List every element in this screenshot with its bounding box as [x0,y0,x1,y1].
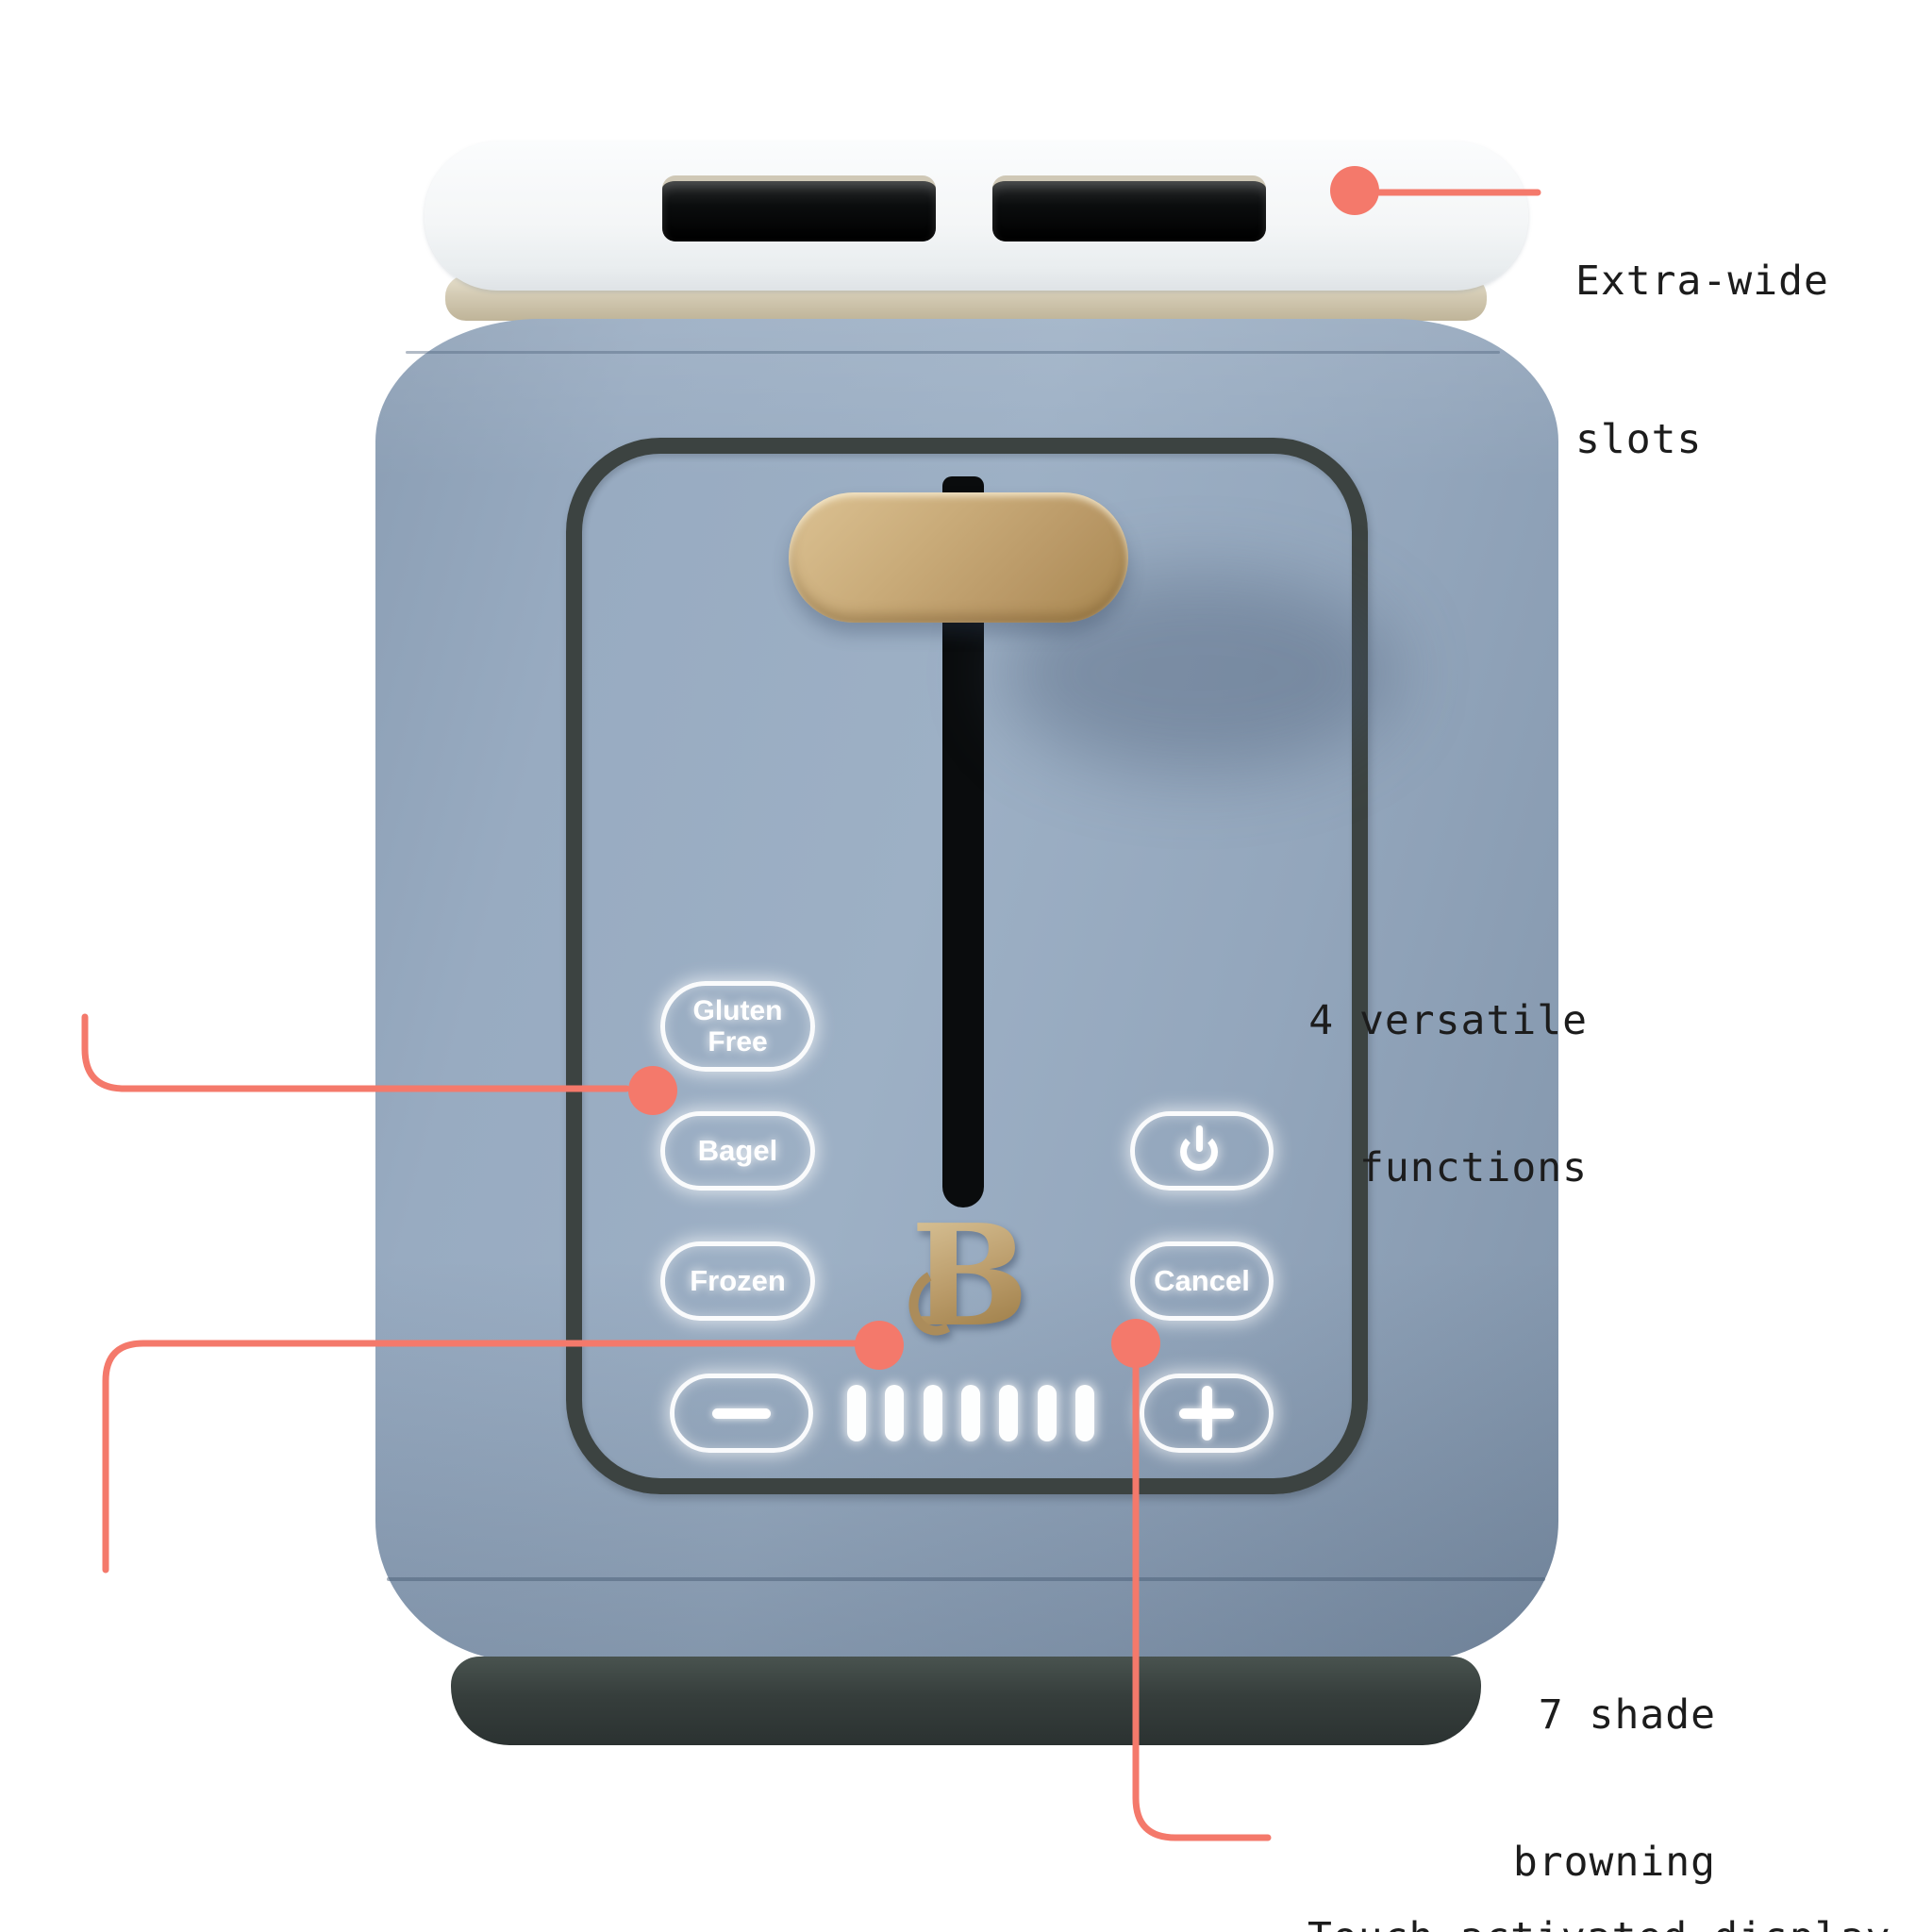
callout-touch-display: Touch-activated display [1307,1806,1890,1932]
body-seam-top [406,351,1500,354]
shade-level-indicator [847,1385,1094,1441]
bagel-label: Bagel [697,1134,778,1167]
shade-bar [847,1385,866,1441]
shade-bar [999,1385,1019,1441]
brand-logo-b: B [896,1193,1043,1357]
callout-line: Touch-activated display [1307,1911,1890,1932]
gluten-free-label-line1: Gluten [692,995,783,1026]
shade-bar [1037,1385,1057,1441]
shade-bar [960,1385,980,1441]
bread-slot-left [662,175,936,242]
callout-line: browning [1512,1839,1716,1886]
shade-bar [923,1385,942,1441]
callout-line: functions [1359,1144,1588,1191]
lever-handle[interactable] [789,492,1128,623]
power-button[interactable] [1130,1111,1274,1191]
callout-line: 4 versatile [1308,997,1588,1044]
gluten-free-button[interactable]: Gluten Free [660,981,815,1072]
decrease-shade-button[interactable] [670,1374,813,1453]
minus-icon [712,1407,771,1419]
gluten-free-label-line2: Free [708,1026,768,1058]
bread-slot-right [992,175,1266,242]
toaster-base [451,1657,1481,1745]
shade-bar [1074,1385,1094,1441]
cancel-label: Cancel [1154,1264,1250,1297]
increase-shade-button[interactable] [1140,1374,1274,1453]
shade-bar [885,1385,905,1441]
frozen-button[interactable]: Frozen [660,1241,815,1321]
callout-line: 7 shade [1538,1691,1716,1739]
callout-extra-wide-slots: Extra-wide slots [1575,149,1829,572]
callout-versatile-functions: 4 versatile functions [1308,898,1588,1291]
callout-line: Extra-wide [1575,258,1829,305]
frozen-label: Frozen [690,1264,786,1297]
callout-browning-control: 7 shade browning control [1513,1592,1716,1932]
toaster-top-cap [425,142,1528,291]
bagel-button[interactable]: Bagel [660,1111,815,1191]
cancel-button[interactable]: Cancel [1130,1241,1274,1321]
body-seam-bottom [387,1577,1545,1581]
plus-icon [1179,1386,1234,1441]
power-icon [1180,1125,1224,1173]
callout-line: slots [1575,416,1703,463]
